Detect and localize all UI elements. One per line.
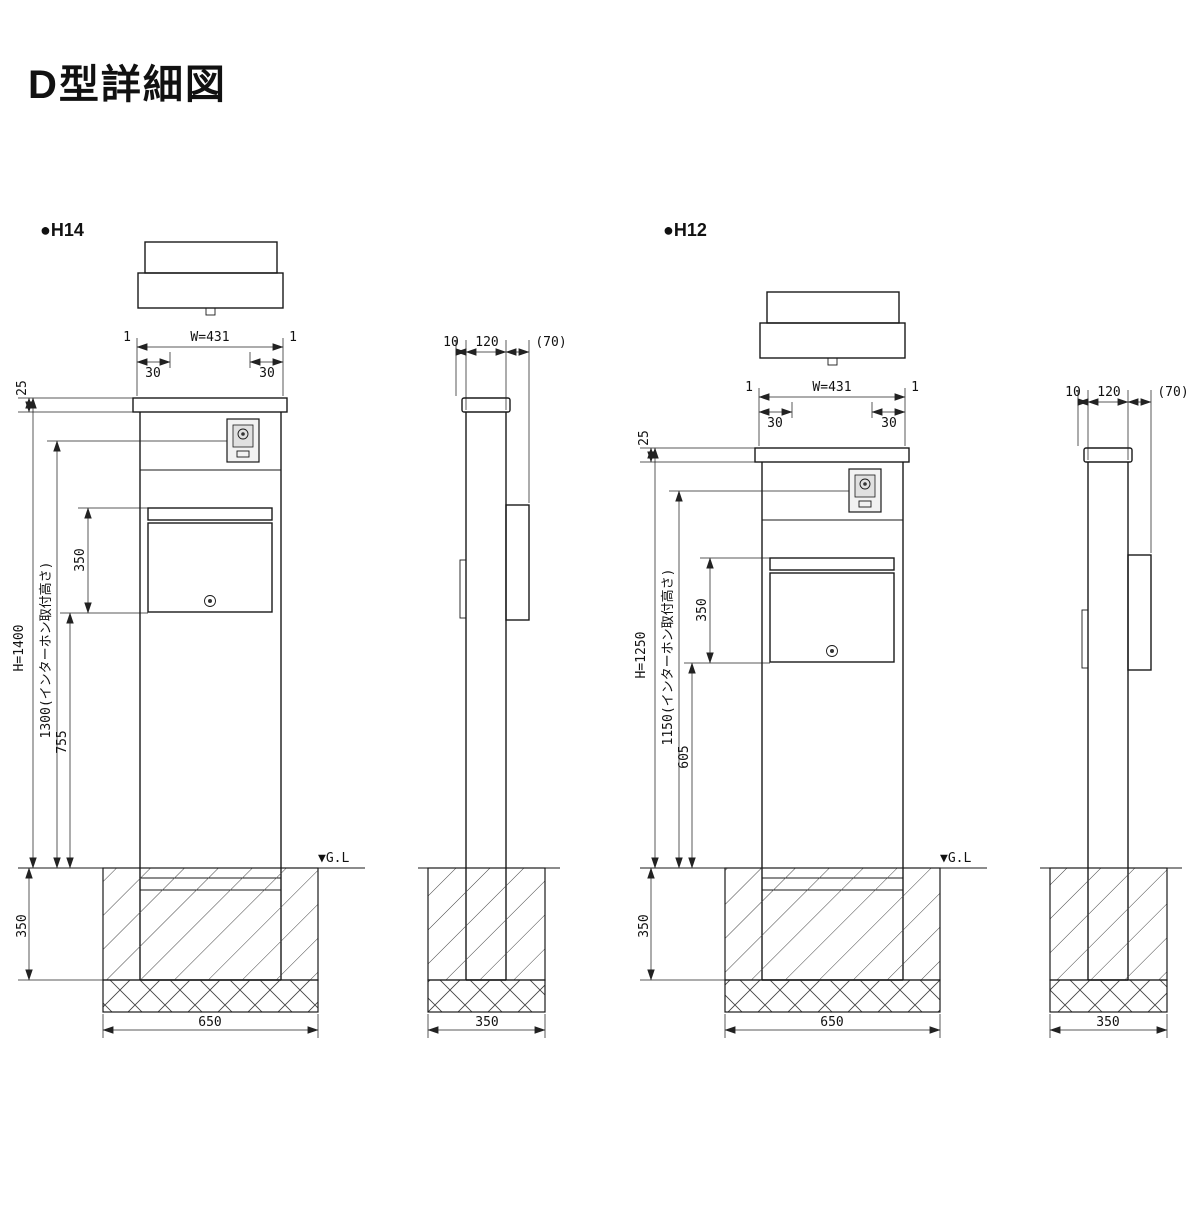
h12-front-left-dims: 25 H=1250 1150(インターホン取付高さ) 350 605 350 [634,430,849,981]
h14-mail-door [147,522,273,613]
h14-side-foundation [427,867,546,981]
h12-front-ground: ▼G.L [640,851,987,1013]
h14-dim-cap: 25 [15,380,30,396]
h12-side-dim-120: 120 [1097,385,1120,400]
h14-front-top-dims: W=431 1 1 30 30 [123,330,297,396]
h14-label: ●H14 [40,220,84,240]
h14-dim-door-height: 350 [73,548,88,571]
h14-side-dim-70: (70) [535,335,566,350]
h14-side-gravel [427,979,546,1013]
h12-dim-foundation-width: 650 [820,1015,843,1030]
h12-door-lock-icon [826,645,838,657]
h14-side-view: 10 120 (70) 350 [418,335,567,1038]
h14-front-foundation [102,867,319,981]
h12-dim-intercom-height: 1150(インターホン取付高さ) [660,569,676,746]
h12-front-view: W=431 1 1 30 30 [634,291,987,1038]
h12-side-mailbox [1127,554,1152,671]
h12-dim-offset-left: 30 [767,416,783,431]
h12-front-top-dims: W=431 1 1 30 30 [745,380,919,446]
h14-side-handle [459,559,467,619]
h14-front-view: W=431 1 1 30 30 [12,241,365,1038]
h14-side-dim-10: 10 [443,335,459,350]
h14-side-top-dims: 10 120 (70) [443,335,567,503]
h14-side-dim-120: 120 [475,335,498,350]
h12-mail-slot [769,557,895,571]
h14-front-gravel [102,979,319,1013]
h14-dim-height: H=1400 [12,625,27,672]
h12-dim-foundation-depth: 350 [637,914,652,937]
h12-side-dim-foundation-width: 350 [1096,1015,1119,1030]
h12-side-foundation [1049,867,1168,981]
h12-side-view: 10 120 (70) 350 [1040,385,1189,1038]
h14-side-bottom-dim: 350 [427,1014,546,1038]
drawing-title: D型詳細図 [28,63,227,107]
h14-dim-foundation-depth: 350 [15,914,30,937]
h14-gl-label: ▼G.L [318,851,349,866]
h14-side-ground [418,867,560,1013]
h14-side-mailbox [505,504,530,621]
h12-front-gravel [724,979,941,1013]
h14-dim-lower-height: 755 [55,730,70,753]
h12-dim-height: H=1250 [634,632,649,679]
h12-gl-label: ▼G.L [940,851,971,866]
h14-dim-intercom-height: 1300(インターホン取付高さ) [38,562,54,739]
h14-front-bottom-dim: 650 [102,1014,319,1038]
h14-dim-width: W=431 [190,330,229,345]
h14-dim-offset-right: 30 [259,366,275,381]
h14-dim-one-right: 1 [289,330,297,345]
h14-front-left-dims: 25 H=1400 1300(インターホン取付高さ) 350 755 350 [12,380,227,981]
h14-door-lock-icon [204,595,216,607]
h14-front-ground: ▼G.L [18,851,365,1013]
h12-front-cap [759,291,906,366]
h12-dim-cap: 25 [637,430,652,446]
h12-side-dim-10: 10 [1065,385,1081,400]
h14-side-dim-foundation-width: 350 [475,1015,498,1030]
h12-dim-width: W=431 [812,380,851,395]
h12-intercom [848,468,882,513]
h14-front-cap [137,241,284,316]
h12-side-bottom-dim: 350 [1049,1014,1168,1038]
h12-dim-one-left: 1 [745,380,753,395]
h14-dim-one-left: 1 [123,330,131,345]
h12-label: ●H12 [663,220,707,240]
h12-dim-offset-right: 30 [881,416,897,431]
h12-side-gravel [1049,979,1168,1013]
h14-dim-offset-left: 30 [145,366,161,381]
h12-dim-one-right: 1 [911,380,919,395]
h12-side-dim-70: (70) [1157,385,1188,400]
h12-side-handle [1081,609,1089,669]
h12-front-foundation [724,867,941,981]
h12-dim-door-height: 350 [695,598,710,621]
h12-front-bottom-dim: 650 [724,1014,941,1038]
h14-dim-foundation-width: 650 [198,1015,221,1030]
h12-mail-door [769,572,895,663]
h12-side-top-dims: 10 120 (70) [1065,385,1189,553]
h14-mail-slot [147,507,273,521]
h12-dim-lower-height: 605 [677,745,692,768]
h12-side-ground [1040,867,1182,1013]
h14-intercom [226,418,260,463]
